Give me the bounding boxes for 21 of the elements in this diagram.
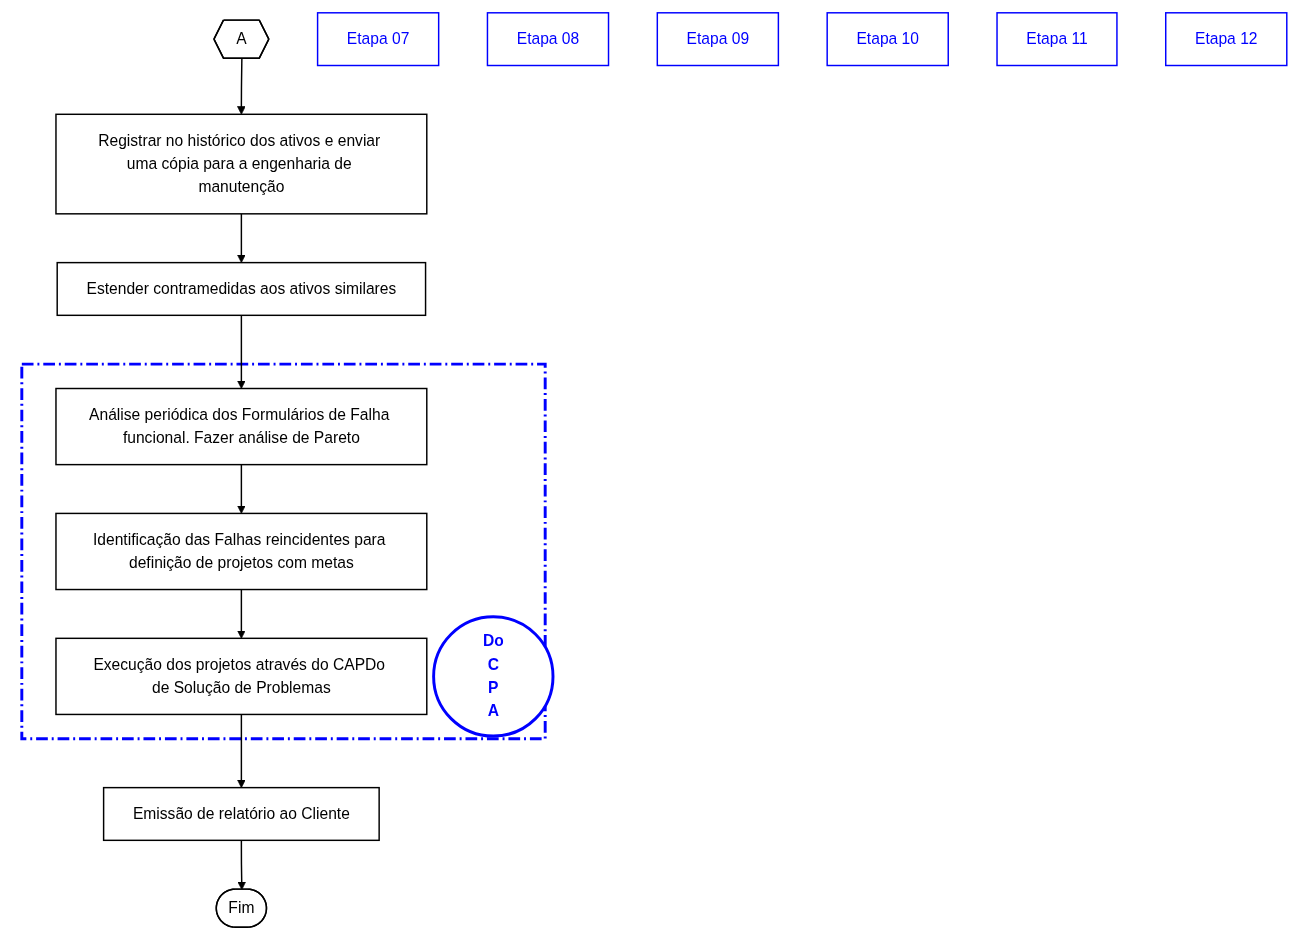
arrow: [237, 839, 246, 890]
node-box: Etapa 08: [486, 12, 609, 67]
arrow: [236, 314, 246, 389]
node-box: Etapa 10: [826, 12, 949, 67]
node-box: Análise periódica dos Formulários de Falha funcional. Fazer análise de Pareto: [54, 387, 428, 466]
node-box: Emissão de relatório ao Cliente: [102, 786, 380, 842]
arrow: [236, 463, 246, 514]
node-box: Execução dos projetos através do CAPDo de Solução de Problemas: [54, 637, 428, 716]
node-circle: Do C P A: [431, 615, 555, 738]
node-box: Registrar no histórico dos ativos e enviar uma cópia para a engenharia de manutenção: [54, 113, 428, 215]
node-box: Etapa 12: [1164, 12, 1288, 67]
node-box: Etapa 09: [656, 12, 779, 67]
arrow: [236, 57, 246, 115]
node-box: Estender contramedidas aos ativos similares: [56, 261, 426, 317]
cluster: [20, 362, 547, 741]
arrow: [236, 713, 246, 788]
arrow: [236, 588, 246, 639]
node-box: Etapa 11: [996, 12, 1118, 67]
arrow: [236, 213, 246, 263]
node-box: Identificação das Falhas reincidentes para definição de projetos com metas: [54, 512, 428, 591]
node-box: Etapa 07: [316, 12, 440, 67]
